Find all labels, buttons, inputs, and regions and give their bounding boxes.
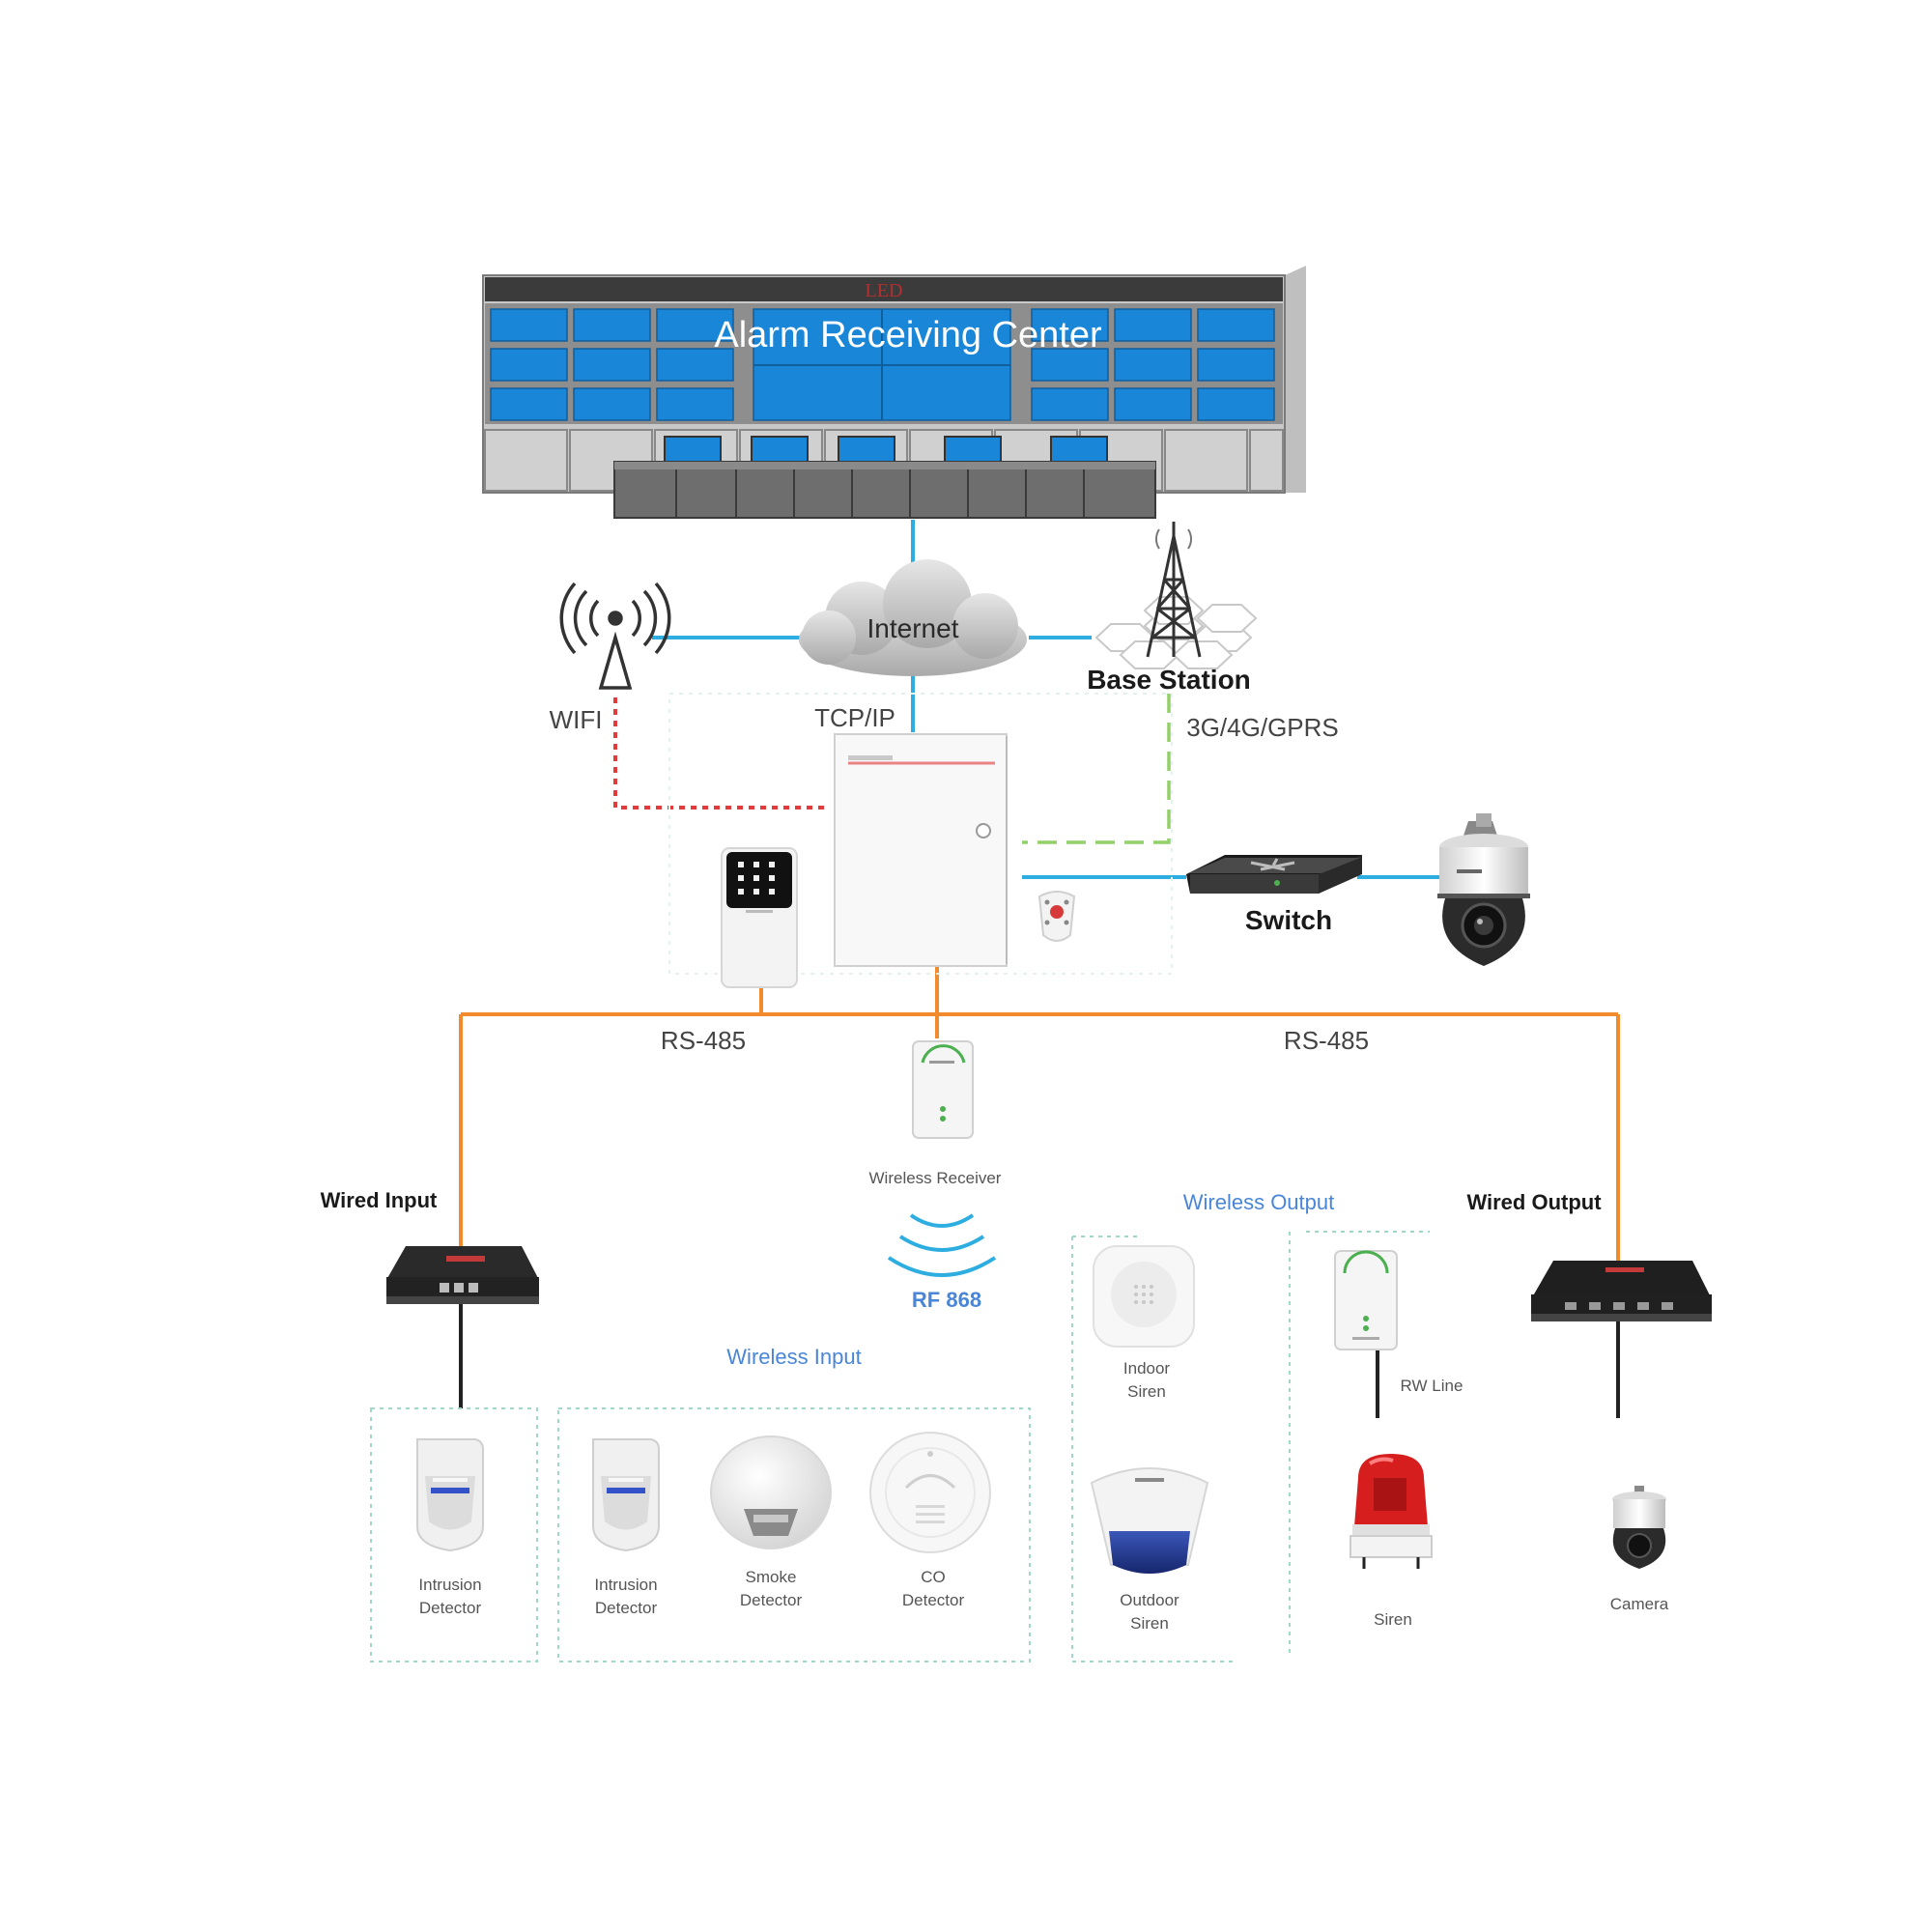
wifi-label: WIFI [550,705,603,734]
intrusion-detector-wired-line2: Detector [419,1599,482,1617]
wifi-antenna-icon [559,582,671,690]
wireless-input-label: Wireless Input [726,1345,861,1369]
wireless-receiver-device [912,1040,974,1139]
panel-area-border [668,693,1173,975]
camera-label: Camera [1610,1595,1669,1613]
outdoor-siren-line2: Siren [1130,1614,1169,1633]
wireless-receiver-label: Wireless Receiver [869,1169,1002,1187]
rs485-left-label: RS-485 [661,1026,746,1055]
rf-label: RF 868 [912,1288,981,1312]
base-station-label: Base Station [1087,665,1251,695]
intrusion-detector-wired-line1: Intrusion [418,1576,481,1594]
rf-waves-icon [887,1213,997,1277]
rs485-bus [459,962,1620,1265]
led-label: LED [866,280,903,301]
internet-label: Internet [867,613,959,643]
smoke-detector-line2: Detector [740,1591,803,1609]
connection-lines [459,520,1620,1418]
co-detector-line1: CO [921,1568,946,1586]
wifi-dotted-link [613,697,826,810]
ptz-camera-icon [1437,813,1530,966]
siren-label: Siren [1374,1610,1412,1629]
panel-lock-icon [976,823,991,838]
camera-icon [1612,1486,1666,1569]
alarm-receiving-center: LED Alarm Receiving Center [482,266,1306,519]
key-fob-icon [1037,891,1076,942]
wired-input-label: Wired Input [321,1188,438,1212]
wired-input-module [386,1246,539,1304]
smoke-detector-icon [710,1435,832,1549]
intrusion-detector-wireless-line1: Intrusion [594,1576,657,1594]
switch-label: Switch [1245,905,1332,935]
indoor-siren-line1: Indoor [1123,1359,1171,1378]
internet-cloud-icon [799,559,1027,676]
intrusion-detector-wireless-icon [592,1438,660,1552]
co-detector-line2: Detector [902,1591,965,1609]
wired-output-label: Wired Output [1466,1190,1602,1214]
smoke-detector-line1: Smoke [746,1568,797,1586]
co-detector-icon [869,1432,991,1553]
outdoor-siren-icon [1090,1467,1209,1574]
keypad-device [721,847,798,988]
cellular-dashed-link [1022,694,1171,844]
rs485-right-label: RS-485 [1284,1026,1369,1055]
base-station-icon [1094,522,1258,669]
tcpip-label: TCP/IP [814,703,895,732]
network-switch-icon [1186,855,1362,894]
wired-output-module [1531,1261,1712,1321]
outdoor-siren-line1: Outdoor [1120,1591,1179,1609]
operator-console [613,461,1156,519]
indoor-siren-icon [1093,1245,1195,1348]
video-wall-screens [490,308,1275,421]
intrusion-detector-wireless-line2: Detector [595,1599,658,1617]
group-borders [370,1231,1430,1662]
arc-title: Alarm Receiving Center [714,315,1102,355]
wireless-output-label: Wireless Output [1183,1190,1335,1214]
rw-line-label: RW Line [1401,1377,1463,1395]
indoor-siren-line2: Siren [1127,1382,1166,1401]
wireless-output-module [1334,1250,1398,1350]
operator-monitors [664,436,1108,463]
intrusion-detector-wired-icon [415,1438,484,1552]
wireless-input-group-border [557,1407,1031,1662]
alarm-control-panel [834,733,1008,967]
led-strip [485,277,1283,301]
cellular-label: 3G/4G/GPRS [1186,713,1339,742]
beacon-siren-icon [1350,1454,1433,1569]
